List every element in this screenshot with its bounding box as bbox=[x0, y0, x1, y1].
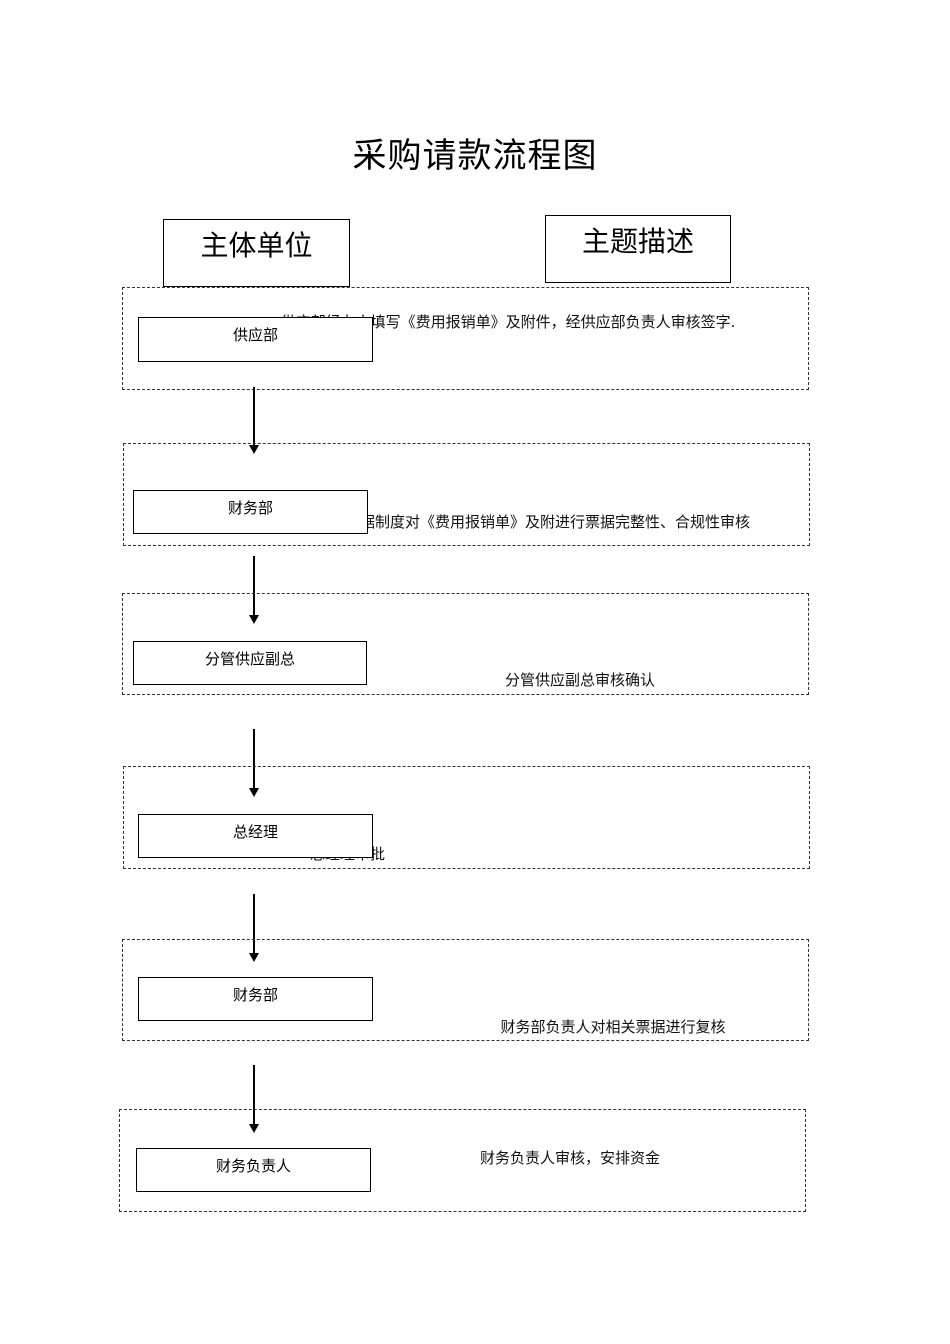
arrow-2-head-icon bbox=[249, 615, 259, 624]
entity-header: 主体单位 bbox=[163, 219, 350, 287]
description-header: 主题描述 bbox=[545, 215, 731, 283]
step-3-description: 分管供应副总审核确认 bbox=[504, 671, 655, 689]
arrow-4-line bbox=[253, 894, 255, 953]
step-6-container bbox=[119, 1109, 806, 1212]
arrow-1-head-icon bbox=[249, 445, 259, 454]
arrow-3-head-icon bbox=[249, 788, 259, 797]
step-5-description: 财务部负责人对相关票据进行复核 bbox=[500, 1018, 726, 1036]
step-1-department: 供应部 bbox=[138, 317, 373, 362]
arrow-2-line bbox=[253, 556, 255, 615]
step-3-container bbox=[122, 593, 809, 695]
step-5-container bbox=[122, 939, 809, 1041]
arrow-1-line bbox=[253, 387, 255, 445]
arrow-5-line bbox=[253, 1065, 255, 1124]
step-3-department: 分管供应副总 bbox=[133, 641, 367, 685]
step-4-container bbox=[123, 766, 810, 869]
arrow-3-line bbox=[253, 729, 255, 788]
arrow-4-head-icon bbox=[249, 953, 259, 962]
step-2-department: 财务部 bbox=[133, 490, 368, 534]
step-2-container bbox=[123, 443, 810, 546]
step-6-description: 财务负责人审核，安排资金 bbox=[479, 1149, 660, 1167]
step-6-department: 财务负责人 bbox=[136, 1148, 371, 1192]
arrow-5-head-icon bbox=[249, 1124, 259, 1133]
page-title: 采购请款流程图 bbox=[352, 136, 598, 176]
step-1-description: 供应部经办人填写《费用报销单》及附件，经供应部负责人审核签字. bbox=[280, 313, 736, 331]
step-2-description: 财务部会计根据制度对《费用报销单》及附进行票据完整性、合规性审核 bbox=[269, 513, 750, 531]
step-1-container bbox=[122, 287, 809, 390]
step-4-department: 总经理 bbox=[138, 814, 373, 858]
step-5-department: 财务部 bbox=[138, 977, 373, 1021]
